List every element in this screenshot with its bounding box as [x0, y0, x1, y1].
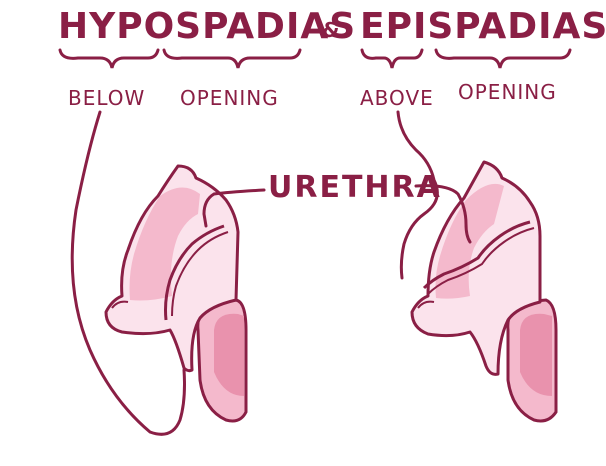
right-urethra: [422, 220, 531, 290]
label-opening-right: OPENING: [458, 80, 557, 104]
title-ampersand: &: [322, 18, 340, 42]
bracket-hypo: [58, 48, 160, 69]
label-urethra: URETHRA: [268, 170, 442, 205]
right-anatomy: [410, 160, 558, 423]
pointer-above: [396, 110, 439, 280]
label-below: BELOW: [68, 86, 146, 110]
left-urethra: [164, 224, 225, 321]
pointer-urethra-left: [202, 188, 266, 228]
bracket-epi: [360, 48, 424, 69]
title-hypospadias: HYPOSPADIAS: [58, 6, 357, 47]
left-anatomy: [104, 164, 248, 423]
bracket-spadias-right: [434, 48, 572, 69]
label-opening-left: OPENING: [180, 86, 279, 110]
label-above: ABOVE: [360, 86, 434, 110]
pointer-below: [70, 110, 186, 436]
bracket-spadias-left: [162, 48, 302, 69]
title-epispadias: EPISPADIAS: [360, 6, 606, 47]
pointer-urethra-right: [414, 184, 472, 244]
